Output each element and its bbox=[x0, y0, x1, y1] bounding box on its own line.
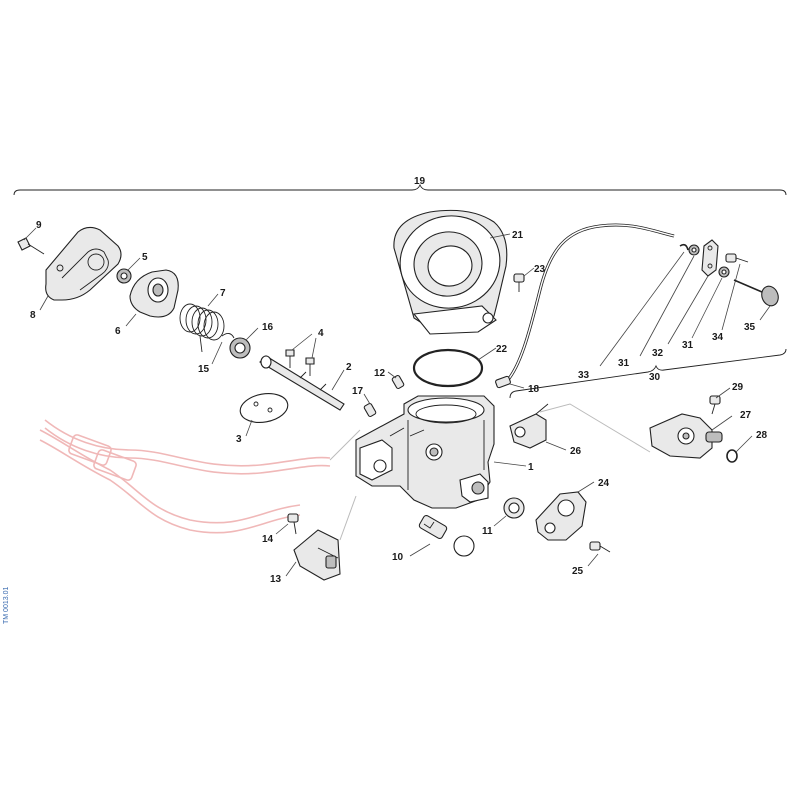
part-1-throttle-body: 1 bbox=[355, 395, 534, 509]
part-13-map-sensor: 13 bbox=[270, 529, 341, 585]
callout-label-34: 34 bbox=[712, 332, 724, 343]
callout-label-1: 1 bbox=[528, 462, 534, 473]
part-21-air-intake: 21 bbox=[393, 209, 524, 335]
part-10-valve: 10 bbox=[392, 514, 475, 563]
callout-label-33: 33 bbox=[578, 370, 590, 381]
callout-label-35: 35 bbox=[744, 322, 756, 333]
callout-label-11: 11 bbox=[482, 526, 493, 537]
ghost-cables bbox=[39, 419, 361, 534]
callout-label-9: 9 bbox=[36, 220, 42, 231]
part-25-screw: 25 bbox=[572, 541, 611, 577]
part-2-shaft: 2 bbox=[259, 355, 352, 411]
callout-label-32: 32 bbox=[652, 348, 664, 359]
part-31-washer-a: 31 bbox=[618, 244, 700, 369]
callout-label-12: 12 bbox=[374, 368, 386, 379]
part-33-clip: 33 bbox=[578, 243, 689, 381]
callout-label-26: 26 bbox=[570, 446, 582, 457]
callout-label-10: 10 bbox=[392, 552, 404, 563]
drawing-code-text: TM 0013.01 bbox=[3, 586, 10, 624]
part-11-bushing: 11 bbox=[482, 497, 525, 537]
drawing-code: TM 0013.01 bbox=[3, 586, 17, 626]
part-35-knob: 35 bbox=[733, 279, 779, 333]
callout-label-3: 3 bbox=[236, 434, 242, 445]
callout-label-8: 8 bbox=[30, 310, 36, 321]
part-16-bearing: 16 bbox=[229, 322, 274, 359]
callout-label-21: 21 bbox=[512, 230, 524, 241]
part-28-o-ring: 28 bbox=[726, 430, 768, 463]
callout-label-4: 4 bbox=[318, 328, 324, 339]
callout-label-18: 18 bbox=[528, 384, 540, 395]
callout-label-7: 7 bbox=[220, 288, 226, 299]
part-12-pin: 12 bbox=[374, 368, 405, 390]
part-18-hose: 18 bbox=[495, 223, 675, 395]
part-8-cover: 8 bbox=[30, 226, 122, 321]
part-6-pulley: 6 bbox=[115, 269, 179, 337]
callout-label-31: 31 bbox=[682, 340, 694, 351]
part-24-position-sensor: 24 bbox=[535, 478, 610, 541]
callout-label-16: 16 bbox=[262, 322, 274, 333]
callout-label-6: 6 bbox=[115, 326, 121, 337]
callout-label-31: 31 bbox=[618, 358, 630, 369]
callout-label-25: 25 bbox=[572, 566, 584, 577]
part-14-screw: 14 bbox=[262, 513, 299, 545]
group-bracket-30: 30 bbox=[509, 348, 787, 399]
part-27-actuator: 27 bbox=[649, 410, 752, 459]
part-3-throttle-plate: 3 bbox=[236, 393, 289, 445]
label-30: 30 bbox=[649, 372, 661, 383]
callout-label-14: 14 bbox=[262, 534, 274, 545]
callout-label-24: 24 bbox=[598, 478, 610, 489]
callout-label-22: 22 bbox=[496, 344, 508, 355]
reference-line-13 bbox=[339, 495, 357, 541]
part-29-screw: 29 bbox=[709, 382, 744, 415]
part-32-plate: 32 bbox=[652, 239, 719, 359]
group-bracket-19: 19 bbox=[13, 176, 787, 196]
part-31-washer-b: 31 bbox=[682, 266, 730, 351]
part-4-screws: 4 bbox=[285, 328, 324, 376]
callout-label-27: 27 bbox=[740, 410, 752, 421]
callout-label-15: 15 bbox=[198, 364, 210, 375]
label-19: 19 bbox=[414, 176, 426, 187]
callout-label-23: 23 bbox=[534, 264, 546, 275]
callout-label-2: 2 bbox=[346, 362, 352, 373]
part-15-clip: 15 bbox=[198, 333, 235, 375]
callout-label-29: 29 bbox=[732, 382, 744, 393]
callout-label-13: 13 bbox=[270, 574, 282, 585]
part-5-bushing: 5 bbox=[116, 252, 148, 284]
part-34-screw: 34 bbox=[712, 253, 749, 343]
part-23-screw: 23 bbox=[513, 264, 546, 292]
callout-label-28: 28 bbox=[756, 430, 768, 441]
part-22-o-ring: 22 bbox=[412, 344, 508, 388]
part-26-sensor: 26 bbox=[509, 403, 582, 457]
part-17-pin: 17 bbox=[352, 386, 377, 418]
part-9-screw: 9 bbox=[17, 220, 45, 255]
part-7-spring: 7 bbox=[179, 288, 226, 353]
callout-label-17: 17 bbox=[352, 386, 364, 397]
reference-line-27 bbox=[539, 403, 651, 453]
callout-label-5: 5 bbox=[142, 252, 148, 263]
